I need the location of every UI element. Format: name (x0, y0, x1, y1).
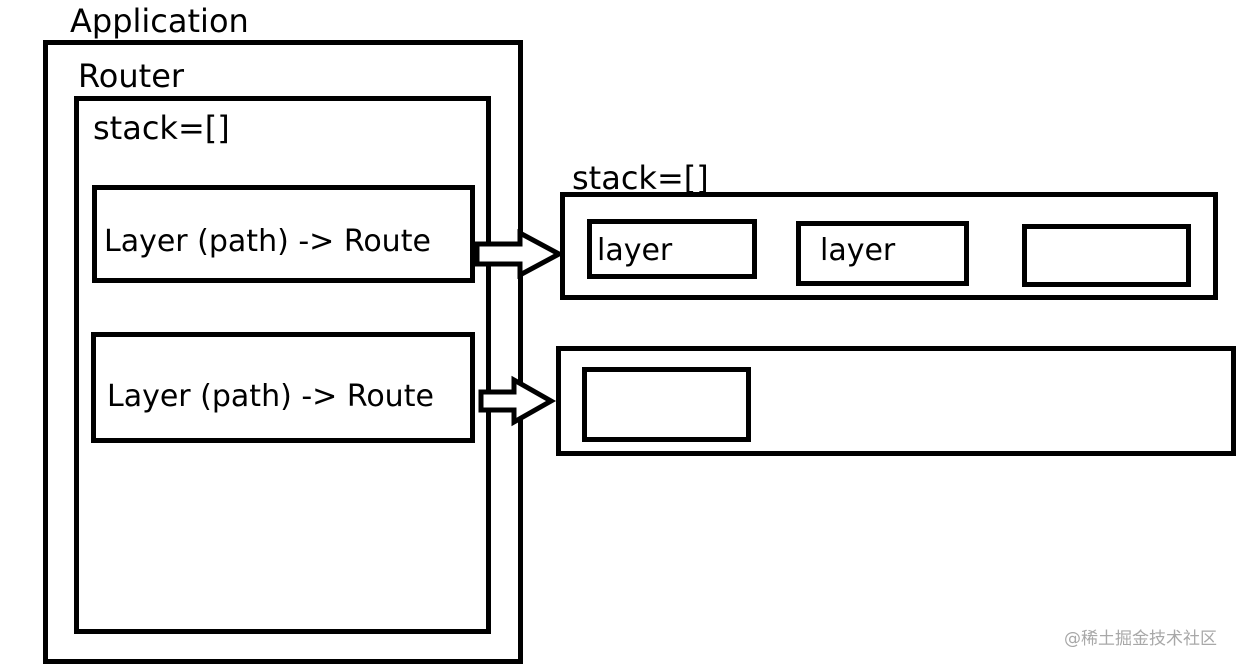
router-stack-label: stack=[] (93, 109, 230, 147)
router-layer-1-label: Layer (path) -> Route (104, 224, 431, 259)
router-layer-1 (92, 185, 475, 283)
route-layer-1-label: layer (597, 233, 673, 268)
route-layer-2 (796, 221, 969, 286)
arrow-icon (478, 375, 557, 427)
router-layer-2 (91, 332, 475, 443)
route-layer-3 (1022, 224, 1191, 287)
route-layer-1 (587, 219, 757, 279)
router-label: Router (78, 57, 185, 95)
route-layer-2-label: layer (820, 233, 896, 268)
arrow-icon (474, 228, 565, 280)
route-stack-label: stack=[] (572, 159, 709, 197)
application-label: Application (70, 2, 249, 40)
route-layer-4 (582, 367, 751, 442)
router-layer-2-label: Layer (path) -> Route (107, 379, 434, 414)
watermark: @稀土掘金技术社区 (1064, 629, 1217, 649)
